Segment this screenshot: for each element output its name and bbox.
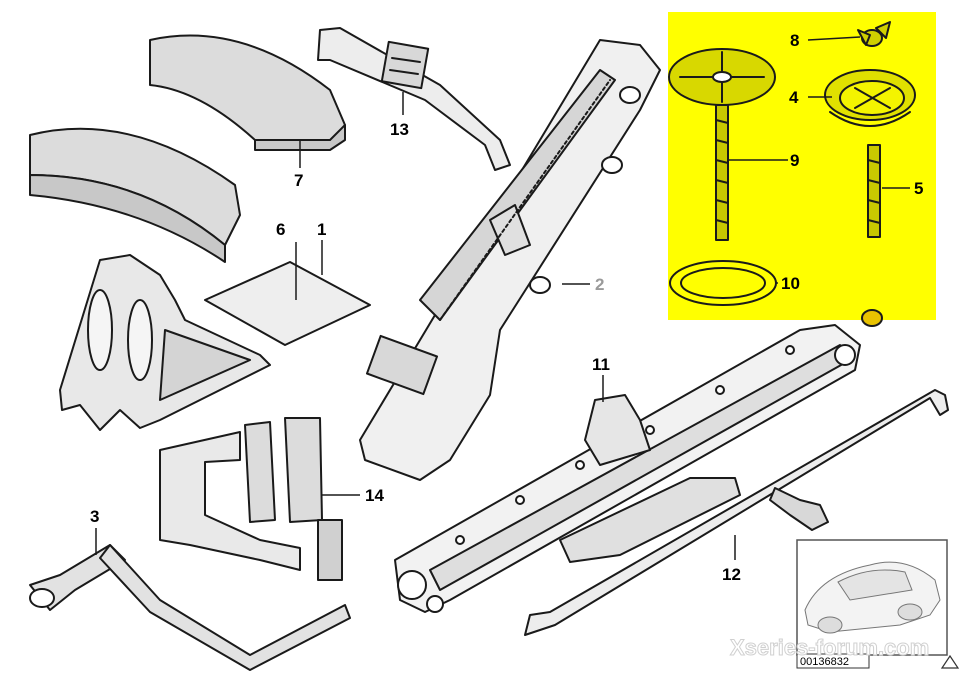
crank-handle [524,389,949,636]
vehicle-thumbnail [796,539,948,656]
callout-11: 11 [592,355,610,374]
spare-wheel-plate-with-bolt [668,48,776,241]
reference-code-box [796,653,870,669]
callout-12: 12 [722,565,741,584]
protective-mat [204,261,371,346]
callout-3: 3 [90,507,99,526]
callout-7: 7 [294,171,303,190]
callout-13: 13 [390,120,409,139]
leader-8 [807,36,861,41]
lug-wrench [29,544,351,671]
callout-5: 5 [914,179,923,198]
threaded-stud [867,144,881,238]
callout-6: 6 [276,220,285,239]
wing-nut [857,21,891,47]
callout-8: 8 [790,31,799,50]
callout-2: 2 [595,275,604,294]
leader-lines [95,36,910,560]
callout-4: 4 [789,88,799,107]
car-icon [804,561,941,634]
foam-pad-upper [149,34,346,151]
warning-triangle-icon [940,654,960,669]
callout-1: 1 [317,220,326,239]
foam-pad-lower [29,127,241,263]
wheel-chock [59,254,271,431]
callout-10: 10 [781,274,800,293]
wheel-holder-cup [824,69,916,127]
scissor-jack [394,309,883,613]
watermark: Xseries-forum.com [730,635,929,660]
scissor-jack-folded [359,39,661,481]
jack-holder-bracket [159,417,343,581]
callout-14: 14 [365,486,384,505]
callout-9: 9 [790,151,799,170]
reference-code: 00136832 [800,656,849,668]
handle-strap [317,27,511,171]
